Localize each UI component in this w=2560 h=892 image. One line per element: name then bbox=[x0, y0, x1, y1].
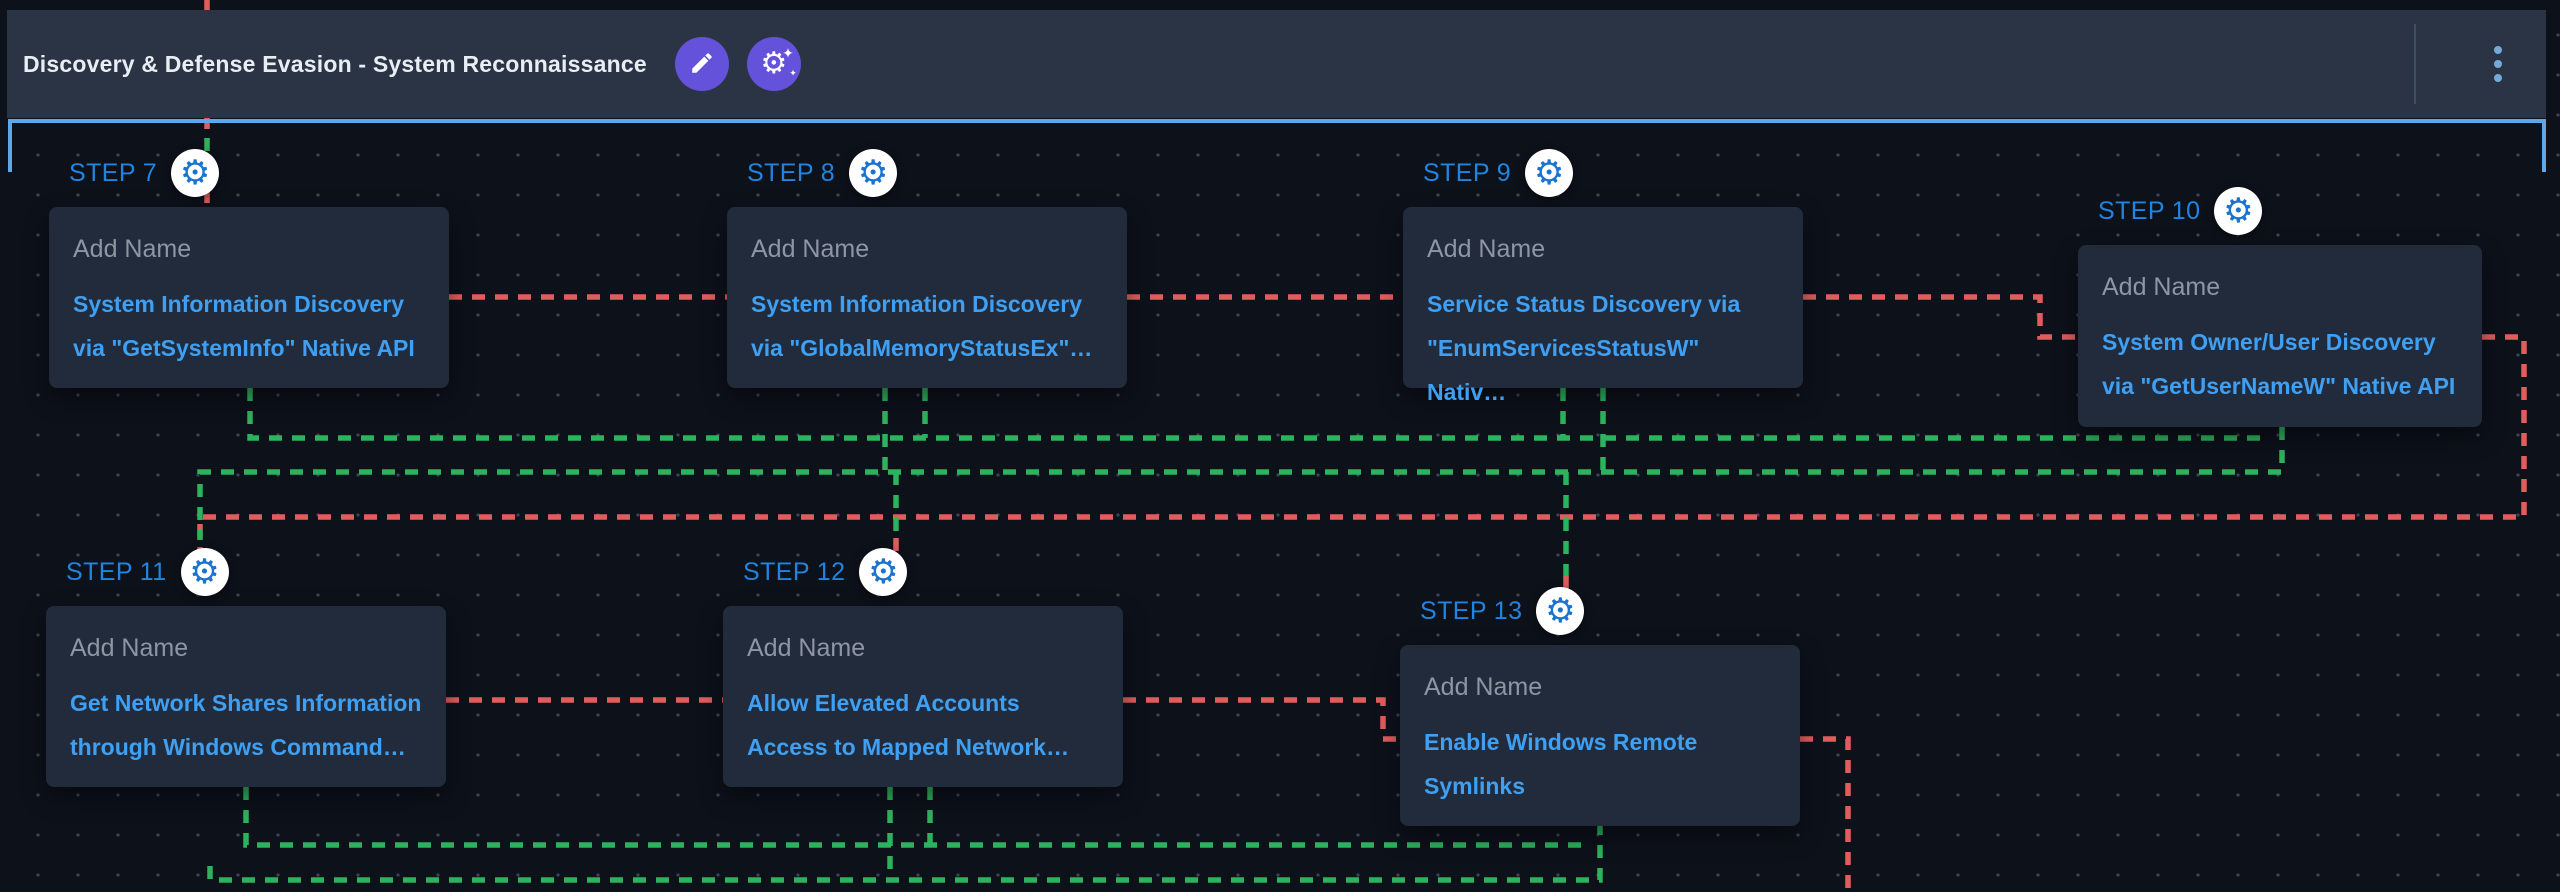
step-node-step-13: STEP 13 ⚙ Add Name Enable Windows Remote… bbox=[1400, 585, 1800, 826]
technique-line-1: Enable Windows Remote bbox=[1424, 729, 1698, 755]
gear-sparkle-icon: ⚙ bbox=[760, 47, 788, 80]
step-technique-link[interactable]: Enable Windows Remote Symlinks bbox=[1400, 702, 1800, 808]
pencil-icon bbox=[689, 50, 715, 79]
step-name-placeholder[interactable]: Add Name bbox=[1424, 673, 1543, 701]
selection-bracket-left bbox=[8, 119, 12, 172]
gear-icon: ⚙ bbox=[179, 154, 211, 192]
selection-bracket-right bbox=[2542, 119, 2546, 172]
step-settings-button[interactable]: ⚙ bbox=[1525, 149, 1574, 197]
connector-path-green bbox=[207, 826, 1603, 883]
step-card[interactable]: Add Name Enable Windows Remote Symlinks bbox=[1400, 645, 1800, 826]
step-name-placeholder[interactable]: Add Name bbox=[1427, 235, 1546, 263]
connector-path-red bbox=[1123, 697, 1400, 742]
edit-scenario-button[interactable] bbox=[674, 37, 729, 91]
step-label: STEP 7 bbox=[69, 158, 158, 187]
gear-icon: ⚙ bbox=[1545, 592, 1576, 630]
step-card[interactable]: Add Name System Owner/User Discovery via… bbox=[2078, 245, 2482, 427]
gear-icon: ⚙ bbox=[868, 553, 899, 591]
connector-path-green bbox=[197, 427, 2285, 540]
connector-path-green bbox=[247, 388, 2266, 441]
technique-line-2: "EnumServicesStatusW" Nativ… bbox=[1427, 335, 1700, 405]
technique-line-1: System Information Discovery bbox=[73, 291, 405, 317]
connector-path-red bbox=[1800, 736, 1851, 892]
step-card[interactable]: Add Name System Information Discovery vi… bbox=[49, 207, 449, 388]
scenario-settings-button[interactable]: ⚙ ✦ ✦ bbox=[746, 37, 801, 91]
step-technique-link[interactable]: Service Status Discovery via "EnumServic… bbox=[1403, 264, 1803, 414]
connector-path-red bbox=[197, 334, 2527, 551]
step-card[interactable]: Add Name Allow Elevated Accounts Access … bbox=[723, 606, 1123, 787]
step-technique-link[interactable]: Get Network Shares Information through W… bbox=[46, 663, 446, 769]
technique-line-2: Access to Mapped Network… bbox=[747, 734, 1070, 760]
more-options-button[interactable] bbox=[2494, 10, 2502, 118]
step-name-placeholder[interactable]: Add Name bbox=[70, 634, 189, 662]
step-label: STEP 12 bbox=[743, 557, 846, 586]
gear-icon: ⚙ bbox=[1533, 154, 1565, 192]
technique-line-1: Service Status Discovery via bbox=[1427, 291, 1741, 317]
connector-path-green bbox=[243, 787, 1586, 848]
step-technique-link[interactable]: System Information Discovery via "Global… bbox=[727, 264, 1127, 370]
step-settings-button[interactable]: ⚙ bbox=[859, 548, 908, 596]
gear-icon: ⚙ bbox=[2223, 192, 2254, 230]
step-label: STEP 10 bbox=[2098, 196, 2201, 225]
step-name-placeholder[interactable]: Add Name bbox=[751, 235, 870, 263]
step-card[interactable]: Add Name Get Network Shares Information … bbox=[46, 606, 446, 787]
kebab-vertical-icon bbox=[2494, 46, 2502, 54]
step-settings-button[interactable]: ⚙ bbox=[2214, 187, 2263, 235]
technique-line-1: System Owner/User Discovery bbox=[2102, 329, 2436, 355]
step-label: STEP 13 bbox=[1420, 596, 1523, 625]
sparkle-icon: ✦ bbox=[782, 45, 794, 61]
step-label: STEP 9 bbox=[1423, 158, 1512, 187]
technique-line-2: via "GetSystemInfo" Native API bbox=[73, 335, 415, 361]
step-name-placeholder[interactable]: Add Name bbox=[73, 235, 192, 263]
step-technique-link[interactable]: System Information Discovery via "GetSys… bbox=[49, 264, 449, 370]
technique-line-1: Allow Elevated Accounts bbox=[747, 690, 1020, 716]
scenario-title: Discovery & Defense Evasion - System Rec… bbox=[23, 50, 647, 77]
step-card[interactable]: Add Name Service Status Discovery via "E… bbox=[1403, 207, 1803, 405]
technique-line-2: via "GetUserNameW" Native API bbox=[2102, 373, 2456, 399]
step-card[interactable]: Add Name System Information Discovery vi… bbox=[727, 207, 1127, 388]
step-settings-button[interactable]: ⚙ bbox=[1536, 587, 1585, 635]
step-settings-button[interactable]: ⚙ bbox=[171, 149, 220, 197]
step-node-step-11: STEP 11 ⚙ Add Name Get Network Shares In… bbox=[46, 546, 446, 787]
technique-line-2: via "GlobalMemoryStatusEx"… bbox=[751, 335, 1093, 361]
selection-bracket-top bbox=[8, 119, 2546, 123]
sparkle-icon: ✦ bbox=[789, 68, 797, 78]
step-node-step-9: STEP 9 ⚙ Add Name Service Status Discove… bbox=[1403, 147, 1803, 405]
step-label: STEP 8 bbox=[747, 158, 836, 187]
technique-line-2: Symlinks bbox=[1424, 773, 1525, 799]
step-node-step-10: STEP 10 ⚙ Add Name System Owner/User Dis… bbox=[2078, 185, 2482, 427]
technique-line-2: through Windows Command… bbox=[70, 734, 406, 760]
step-node-step-12: STEP 12 ⚙ Add Name Allow Elevated Accoun… bbox=[723, 546, 1123, 787]
gear-icon: ⚙ bbox=[857, 154, 889, 192]
scenario-header: Discovery & Defense Evasion - System Rec… bbox=[7, 10, 2546, 118]
step-node-step-7: STEP 7 ⚙ Add Name System Information Dis… bbox=[49, 147, 449, 388]
step-name-placeholder[interactable]: Add Name bbox=[747, 634, 866, 662]
step-settings-button[interactable]: ⚙ bbox=[849, 149, 898, 197]
step-label: STEP 11 bbox=[66, 557, 167, 586]
gear-icon: ⚙ bbox=[189, 553, 220, 591]
step-technique-link[interactable]: System Owner/User Discovery via "GetUser… bbox=[2078, 302, 2482, 408]
step-node-step-8: STEP 8 ⚙ Add Name System Information Dis… bbox=[727, 147, 1127, 388]
step-name-placeholder[interactable]: Add Name bbox=[2102, 273, 2221, 301]
technique-line-1: Get Network Shares Information bbox=[70, 690, 422, 716]
step-technique-link[interactable]: Allow Elevated Accounts Access to Mapped… bbox=[723, 663, 1123, 769]
step-settings-button[interactable]: ⚙ bbox=[180, 548, 229, 596]
header-divider bbox=[2414, 24, 2416, 104]
technique-line-1: System Information Discovery bbox=[751, 291, 1083, 317]
connector-path-red bbox=[1803, 294, 2078, 340]
